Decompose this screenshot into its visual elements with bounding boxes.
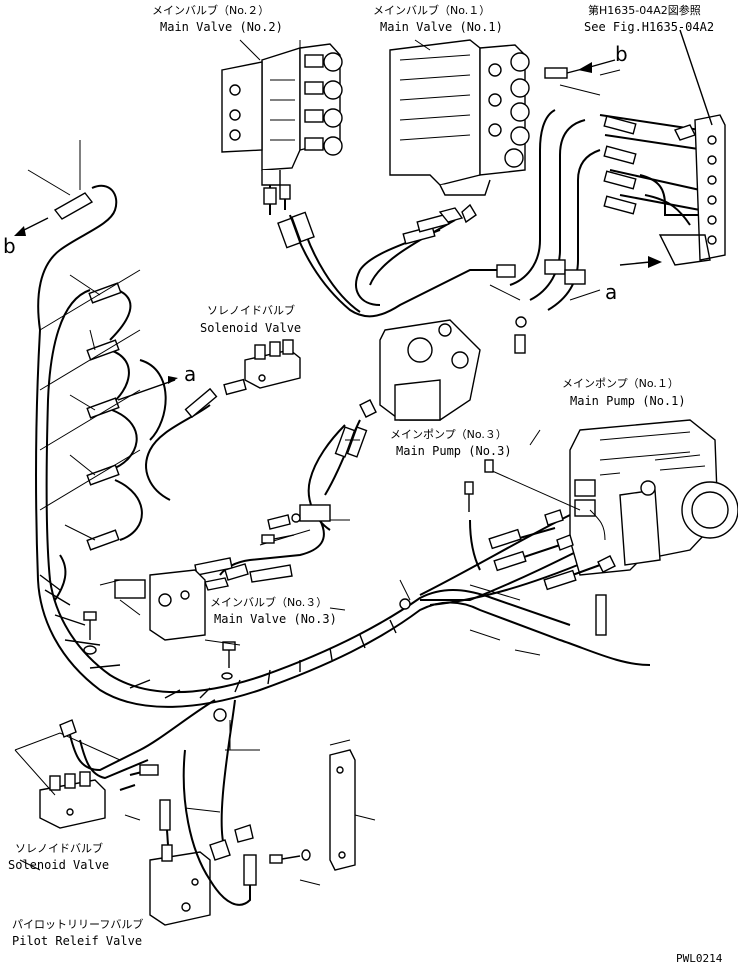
solenoid-valve-top-en: Solenoid Valve <box>200 321 302 335</box>
main-pump-1-ja: メインポンプ（No.１） <box>562 377 679 390</box>
drawing-code: PWL0214 <box>676 952 723 965</box>
main-pump-3-en: Main Pump (No.3) <box>396 444 512 458</box>
solenoid-valve-bottom-en: Solenoid Valve <box>8 858 110 872</box>
main-pump-1-en: Main Pump (No.1) <box>570 394 686 408</box>
pilot-relief-valve-drawing <box>149 844 211 926</box>
main-valve-3-drawing <box>99 569 206 641</box>
main-valve-2-ja: メインバルブ（No.２） <box>152 4 270 17</box>
bolts <box>83 481 474 864</box>
marker-a-left: a <box>184 362 197 386</box>
main-valve-3-en: Main Valve (No.3) <box>214 612 337 626</box>
solenoid-valve-bottom-drawing <box>39 771 106 829</box>
main-valve-3-ja: メインバルブ（No.３） <box>210 596 328 609</box>
main-pump-1-drawing <box>569 419 738 576</box>
main-valve-1-ja: メインバルブ（No.１） <box>373 4 491 17</box>
main-valve-1-en: Main Valve (No.1) <box>380 20 503 34</box>
main-valve-2-drawing <box>221 43 343 186</box>
bracket-drawing <box>379 316 527 421</box>
solenoid-valve-top-ja: ソレノイドバルブ <box>207 304 295 317</box>
main-valve-1-drawing <box>389 39 591 196</box>
solenoid-valve-bottom-ja: ソレノイドバルブ <box>15 842 103 855</box>
marker-b-top: b <box>615 42 628 66</box>
main-pump-3-ja: メインポンプ（No.３） <box>390 428 507 441</box>
solenoid-valve-top-drawing <box>223 339 301 396</box>
pilot-relief-valve-en: Pilot Releif Valve <box>12 934 143 948</box>
see-fig-ja: 第H1635-04A2図参照 <box>588 4 701 17</box>
main-valve-2-en: Main Valve (No.2) <box>160 20 283 34</box>
pilot-relief-valve-ja: パイロットリリーフバルブ <box>12 918 144 931</box>
see-fig-en: See Fig.H1635-04A2 <box>584 20 715 34</box>
marker-a-right: a <box>605 280 618 304</box>
left-hoses <box>34 269 178 601</box>
marker-b-left: b <box>3 234 16 258</box>
